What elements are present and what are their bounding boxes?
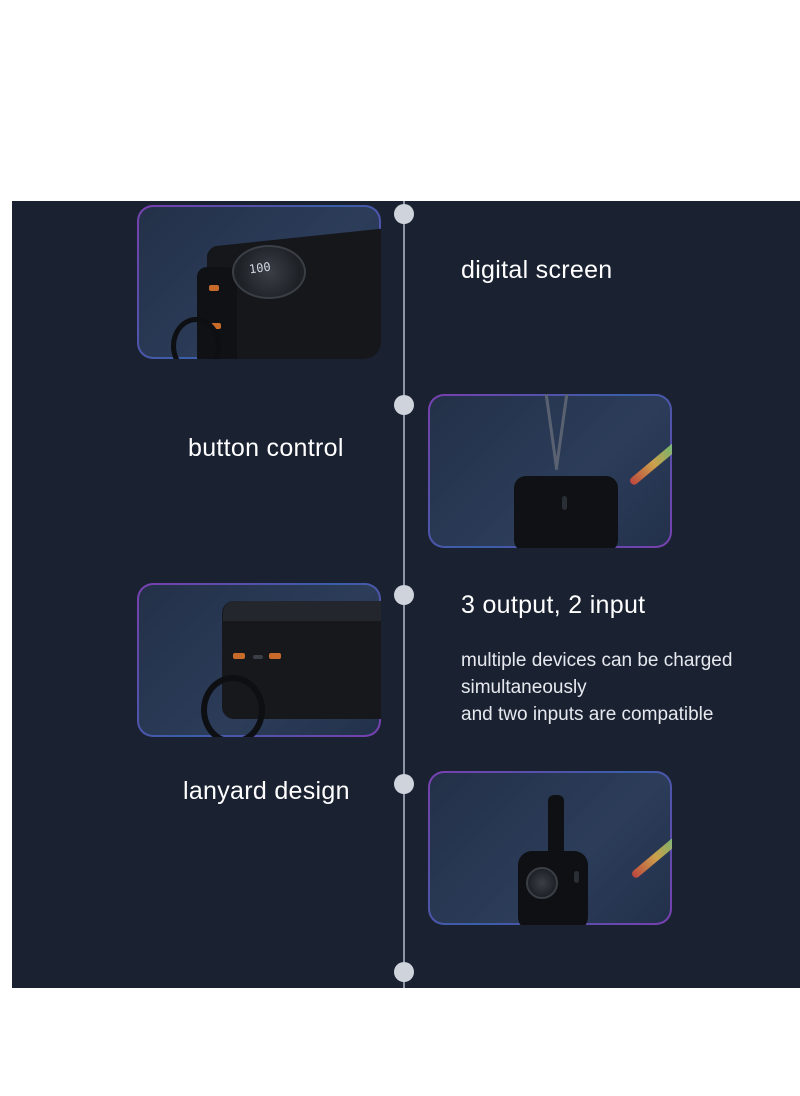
ports-image [137, 583, 381, 737]
button-control-image [428, 394, 672, 548]
led-readout: 100 [248, 259, 272, 277]
feature-description: multiple devices can be charged simultan… [461, 647, 732, 728]
feature-caption: button control [188, 434, 344, 462]
timeline-dot [394, 395, 414, 415]
timeline-dot [394, 204, 414, 224]
timeline-dot [394, 774, 414, 794]
description-line: multiple devices can be charged [461, 650, 733, 671]
feature-caption: lanyard design [183, 777, 350, 805]
digital-screen-image: 100 [137, 205, 381, 359]
feature-caption: digital screen [461, 256, 613, 284]
feature-panel: 100 digital screen button control 3 outp… [12, 201, 800, 988]
timeline-dot [394, 962, 414, 982]
feature-caption: 3 output, 2 input [461, 591, 646, 619]
description-line: simultaneously [461, 677, 587, 698]
description-line: and two inputs are compatible [461, 704, 714, 725]
lanyard-image [428, 771, 672, 925]
timeline-dot [394, 585, 414, 605]
